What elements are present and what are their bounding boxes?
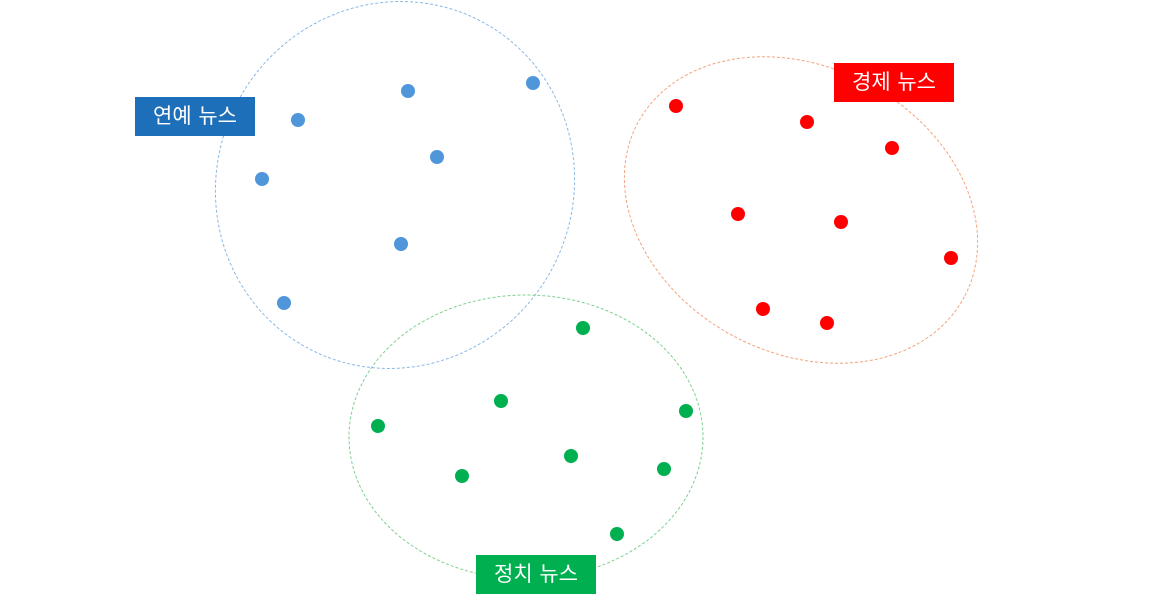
cluster-entertainment-point — [401, 84, 415, 98]
cluster-politics-boundary — [348, 294, 704, 580]
cluster-economy-point — [800, 115, 814, 129]
cluster-entertainment-point — [430, 150, 444, 164]
cluster-economy-point — [885, 141, 899, 155]
cluster-entertainment-point — [394, 237, 408, 251]
cluster-politics-label: 정치 뉴스 — [476, 555, 596, 594]
cluster-economy: 경제 뉴스 — [623, 56, 979, 364]
cluster-economy-point — [944, 251, 958, 265]
cluster-politics-point — [679, 404, 693, 418]
cluster-entertainment-point — [255, 172, 269, 186]
cluster-economy-point — [834, 215, 848, 229]
cluster-politics: 정치 뉴스 — [348, 294, 704, 594]
cluster-economy-boundary — [623, 56, 979, 364]
cluster-economy-point — [669, 99, 683, 113]
cluster-entertainment-label-bg — [135, 97, 255, 136]
cluster-politics-label-bg — [476, 555, 596, 594]
cluster-politics-point — [494, 394, 508, 408]
cluster-politics-point — [455, 469, 469, 483]
cluster-economy-label-text: 경제 뉴스 — [852, 70, 936, 94]
cluster-entertainment: 연예 뉴스 — [135, 1, 576, 369]
cluster-politics-point — [576, 321, 590, 335]
cluster-economy-point — [820, 316, 834, 330]
cluster-entertainment-boundary — [214, 1, 576, 369]
cluster-entertainment-point — [291, 113, 305, 127]
cluster-politics-point — [564, 449, 578, 463]
cluster-economy-point — [756, 302, 770, 316]
cluster-entertainment-point — [526, 76, 540, 90]
cluster-politics-point — [657, 462, 671, 476]
cluster-entertainment-label-text: 연예 뉴스 — [153, 104, 237, 128]
cluster-politics-point — [371, 419, 385, 433]
cluster-politics-label-text: 정치 뉴스 — [494, 562, 578, 586]
cluster-economy-label-bg — [834, 63, 954, 102]
cluster-politics-point — [610, 527, 624, 541]
cluster-entertainment-point — [277, 296, 291, 310]
cluster-economy-point — [731, 207, 745, 221]
cluster-entertainment-label: 연예 뉴스 — [135, 97, 255, 136]
cluster-economy-label: 경제 뉴스 — [834, 63, 954, 102]
